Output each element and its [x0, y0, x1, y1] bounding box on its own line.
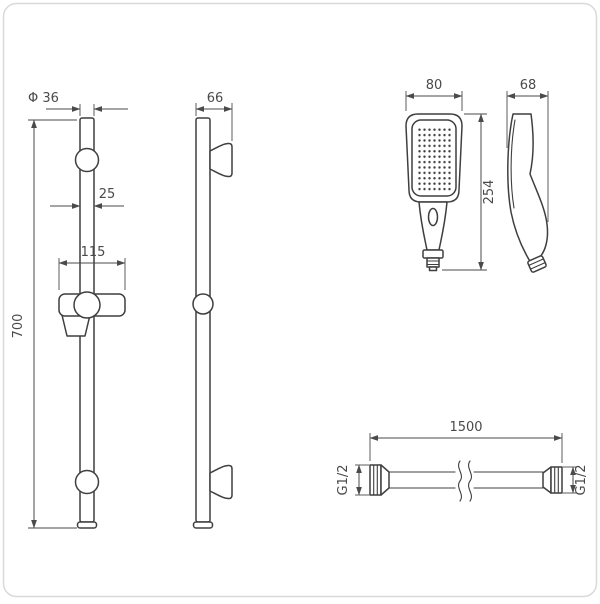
rail-side-view [192, 117, 233, 529]
handset-nut [422, 249, 444, 259]
dim-label-slider-width: 115 [81, 245, 106, 260]
hose-break-squiggle [468, 460, 472, 502]
connector-thread-line [529, 262, 546, 270]
rail-bottom-cap-front [76, 521, 98, 529]
hose-collar-left [380, 464, 390, 496]
handset-side-profile [507, 113, 549, 264]
dim-handset-length: 254 [442, 113, 497, 271]
dim-label-tube-diameter: 25 [99, 187, 116, 202]
dim-label-thread-left: G1/2 [336, 465, 351, 496]
dim-label-handset-depth: 68 [520, 78, 537, 93]
handset-mode-button [427, 207, 439, 227]
hose-nut-right [550, 466, 563, 494]
dim-slider-width: 115 [58, 245, 126, 290]
wall-bracket-bottom-side [209, 464, 233, 500]
hose-break-squiggle [458, 460, 462, 502]
dim-hose-length: 1500 [369, 420, 563, 463]
dim-label-thread-right: G1/2 [574, 465, 589, 496]
wall-flange-top-front [74, 147, 100, 173]
dim-label-flange-diameter: Φ 36 [28, 91, 59, 106]
handset-connector [426, 257, 440, 268]
dim-handset-width: 80 [405, 78, 463, 111]
handset-front-view [405, 113, 463, 272]
dim-rail-height: 700 [11, 119, 77, 529]
handset-side-view [507, 113, 549, 273]
hose-view [369, 460, 563, 502]
rail-tube-side [195, 117, 211, 523]
dim-hose-thread-right: G1/2 [563, 465, 589, 496]
dim-label-handset-length: 254 [482, 180, 497, 205]
dim-label-bracket-depth: 66 [207, 91, 224, 106]
hose-nut-left [369, 464, 382, 496]
handset-side-connector [527, 255, 547, 273]
rail-front-view [58, 117, 126, 529]
handset-connector-tip [428, 266, 438, 272]
connector-thread-line [528, 258, 545, 266]
dim-handset-depth: 68 [506, 78, 549, 222]
slider-lock-knob [73, 291, 101, 319]
hose-collar-right [542, 466, 552, 494]
dim-label-handset-width: 80 [426, 78, 443, 93]
dim-label-rail-height: 700 [11, 314, 26, 339]
dim-label-hose-length: 1500 [449, 420, 482, 435]
dim-rail-tube-diameter: 25 [50, 187, 124, 209]
dim-bracket-depth: 66 [195, 91, 233, 141]
slider-knob-side [192, 293, 214, 315]
wall-flange-bottom-front [74, 469, 100, 495]
rail-bottom-cap-side [192, 521, 214, 529]
dim-hose-thread-left: G1/2 [336, 465, 369, 496]
dim-rail-flange-diameter: Φ 36 [28, 91, 128, 116]
handset-side-seam-line [510, 119, 516, 209]
spray-nozzle-dots [417, 127, 451, 191]
wall-bracket-top-side [209, 142, 233, 178]
